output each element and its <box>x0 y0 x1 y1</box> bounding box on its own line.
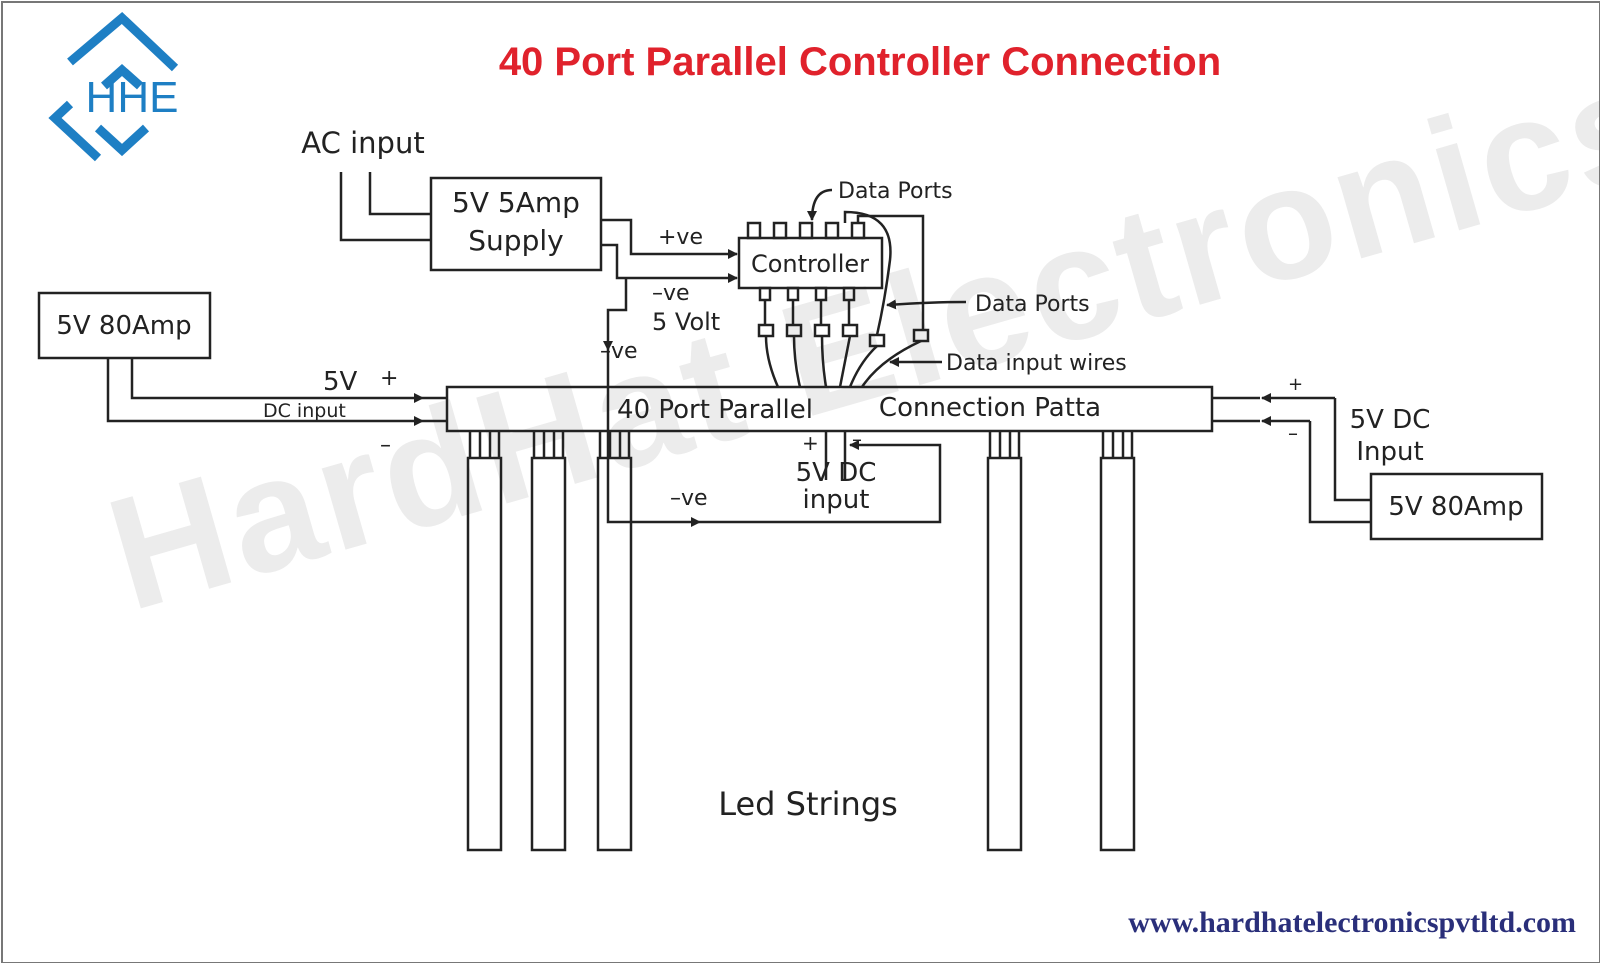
mid-dc-label-2: input <box>803 485 870 515</box>
data-input-wires-label: Data input wires <box>946 351 1127 376</box>
pos-ve-label: +ve <box>658 225 703 250</box>
hhe-logo: HHE <box>48 11 179 162</box>
left-plus-label: + <box>380 366 398 391</box>
supply-label-2: Supply <box>468 224 563 257</box>
data-ports-top-label: Data Ports <box>838 179 953 204</box>
right-dc-label-1: 5V DC <box>1350 405 1431 435</box>
mid-plus-label: + <box>802 431 819 455</box>
five-volt-label: 5 Volt <box>652 308 720 336</box>
website-url[interactable]: www.hardhatelectronicspvtltd.com <box>1128 906 1576 939</box>
led-strings-label: Led Strings <box>718 785 898 823</box>
right-psu-box <box>1369 472 1544 541</box>
right-dc-label-2: Input <box>1356 437 1423 467</box>
neg-ve-mid-label: –ve <box>600 339 638 364</box>
patta-label-right: Connection Patta <box>879 393 1101 423</box>
right-plus-label: + <box>1288 374 1303 395</box>
neg-ve-top-label: –ve <box>652 281 690 306</box>
left-psu-box <box>37 291 212 360</box>
connection-patta <box>445 385 1214 433</box>
mid-minus-label: – <box>852 427 862 451</box>
left-5v-label: 5V <box>323 367 358 397</box>
patta-label-left: 40 Port Parallel <box>617 395 813 425</box>
mid-dc-label-1: 5V DC <box>796 458 877 488</box>
supply-label-1: 5V 5Amp <box>452 186 580 219</box>
logo-text: HHE <box>86 73 179 122</box>
data-ports-right-label: Data Ports <box>975 292 1090 317</box>
right-minus-label: – <box>1288 421 1298 445</box>
left-psu-label: 5V 80Amp <box>56 311 191 341</box>
right-psu-label: 5V 80Amp <box>1388 492 1523 522</box>
ac-input-label: AC input <box>301 126 424 160</box>
controller-label: Controller <box>751 250 869 278</box>
left-dc-input-label: DC input <box>263 400 346 422</box>
diagram-title: 40 Port Parallel Controller Connection <box>498 40 1222 84</box>
supply-box <box>429 176 603 272</box>
neg-ve-bottom-label: –ve <box>670 486 708 511</box>
left-minus-label: – <box>380 433 391 458</box>
